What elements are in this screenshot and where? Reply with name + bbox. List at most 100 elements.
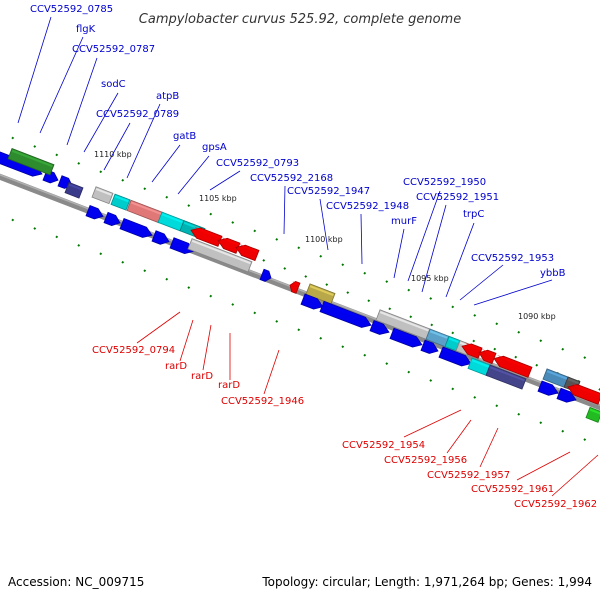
tick-dot xyxy=(409,315,413,319)
tick-dot xyxy=(209,294,213,298)
gene-feature-highlight xyxy=(429,330,448,339)
gene-label[interactable]: CCV52592_1954 xyxy=(342,440,425,451)
tick-dot xyxy=(561,429,565,433)
gene-label[interactable]: CCV52592_1961 xyxy=(471,484,554,495)
tick-dot xyxy=(561,347,565,351)
leader-line xyxy=(283,185,286,235)
gene-feature xyxy=(85,204,104,220)
gene-feature-highlight xyxy=(61,177,68,181)
gene-feature-highlight xyxy=(220,236,239,246)
gene-label[interactable]: CCV52592_1948 xyxy=(326,201,409,212)
gene-label[interactable]: flgK xyxy=(76,24,96,35)
gene-feature xyxy=(110,193,131,211)
tick-dot xyxy=(275,320,279,323)
gene-feature-highlight xyxy=(263,270,268,274)
tick-dot xyxy=(385,362,389,365)
gene-feature-highlight xyxy=(442,348,465,359)
gene-feature xyxy=(389,327,423,348)
tick-dot xyxy=(262,259,266,262)
gene-label[interactable]: CCV52592_1957 xyxy=(427,470,510,481)
gene-label[interactable]: murF xyxy=(391,216,417,227)
tick-label: 1090 kbp xyxy=(518,312,556,321)
gene-label[interactable]: atpB xyxy=(156,91,179,102)
leader-line xyxy=(17,16,52,124)
gene-label[interactable]: sodC xyxy=(101,79,126,90)
gene-feature-highlight xyxy=(570,383,600,397)
tick-dot xyxy=(11,136,15,140)
tick-dot xyxy=(385,280,389,283)
gene-label[interactable]: rarD xyxy=(165,361,187,372)
gene-label[interactable]: CCV52592_1962 xyxy=(514,499,597,510)
gene-feature xyxy=(235,244,260,262)
tick-dot xyxy=(517,330,521,334)
gene-label[interactable]: CCV52592_0794 xyxy=(92,345,175,356)
leader-line xyxy=(516,451,571,481)
gene-label[interactable]: gatB xyxy=(173,131,196,142)
label-leader-lines xyxy=(17,16,599,497)
gene-feature-highlight xyxy=(481,348,495,356)
gene-feature xyxy=(567,384,600,405)
gene-feature-highlight xyxy=(304,295,317,302)
gene-label[interactable]: CCV52592_1951 xyxy=(416,192,499,203)
gene-feature-highlight xyxy=(589,408,600,415)
tick-dot xyxy=(341,263,345,267)
gene-feature-highlight xyxy=(292,281,299,286)
gene-feature xyxy=(190,227,223,247)
gene-label[interactable]: rarD xyxy=(191,371,213,382)
tick-dot xyxy=(253,229,257,233)
gene-feature-highlight xyxy=(560,389,570,395)
tick-dot xyxy=(55,153,59,157)
leader-line xyxy=(551,454,599,497)
tick-dot xyxy=(367,299,371,303)
gene-label[interactable]: trpC xyxy=(463,209,484,220)
gene-feature xyxy=(438,346,472,367)
gene-label[interactable]: CCV52592_1956 xyxy=(384,455,467,466)
gene-feature xyxy=(556,387,577,403)
tick-dot xyxy=(472,339,476,343)
gene-label[interactable]: CCV52592_0785 xyxy=(30,4,113,15)
gene-label[interactable]: CCV52592_1950 xyxy=(403,177,486,188)
gene-feature xyxy=(585,406,600,423)
tick-dot xyxy=(187,286,191,289)
leader-line xyxy=(319,198,329,251)
tick-dot xyxy=(165,277,169,281)
leader-line xyxy=(179,319,194,362)
gene-feature xyxy=(7,147,55,176)
leader-line xyxy=(479,427,499,468)
leader-line xyxy=(83,92,119,153)
gene-label[interactable]: CCV52592_0793 xyxy=(216,158,299,169)
reverse-gene-labels: CCV52592_0794 rarD rarD rarD CCV52592_19… xyxy=(92,345,597,510)
tick-dot xyxy=(304,275,308,278)
gene-feature-highlight xyxy=(448,337,459,343)
gene-label[interactable]: CCV52592_0789 xyxy=(96,109,179,120)
gene-feature-highlight xyxy=(496,354,531,370)
gene-feature-highlight xyxy=(238,243,258,253)
gene-label[interactable]: CCV52592_1947 xyxy=(287,186,370,197)
leader-line xyxy=(151,144,181,183)
tick-dot xyxy=(535,363,539,367)
tick-dot xyxy=(283,267,287,270)
forward-gene-labels: CCV52592_0785 flgK CCV52592_0787 sodC at… xyxy=(30,4,566,279)
gene-label[interactable]: CCV52592_1946 xyxy=(221,396,304,407)
gene-label[interactable]: CCV52592_0787 xyxy=(72,44,155,55)
tick-dot xyxy=(187,204,191,207)
gene-label[interactable]: CCV52592_1953 xyxy=(471,253,554,264)
tick-dot xyxy=(143,269,147,273)
leader-line xyxy=(209,170,241,191)
tick-dot xyxy=(121,178,125,182)
tick-dot xyxy=(429,379,433,382)
gene-label[interactable]: ybbB xyxy=(540,268,566,279)
gene-feature-highlight xyxy=(173,239,188,246)
scale-ticks: 1110 kbp 1105 kbp 1100 kbp 1095 kbp 1090… xyxy=(94,150,556,321)
gene-feature-highlight xyxy=(323,302,365,320)
tick-dot xyxy=(429,297,433,300)
gene-label[interactable]: CCV52592_2168 xyxy=(250,173,333,184)
leader-line xyxy=(403,409,462,438)
gene-feature-highlight xyxy=(191,239,251,265)
gene-label[interactable]: rarD xyxy=(218,380,240,391)
gene-feature xyxy=(420,339,439,354)
leader-line xyxy=(263,349,280,395)
gene-feature-highlight xyxy=(471,359,491,369)
gene-label[interactable]: gpsA xyxy=(202,142,227,153)
tick-dot xyxy=(495,322,499,326)
